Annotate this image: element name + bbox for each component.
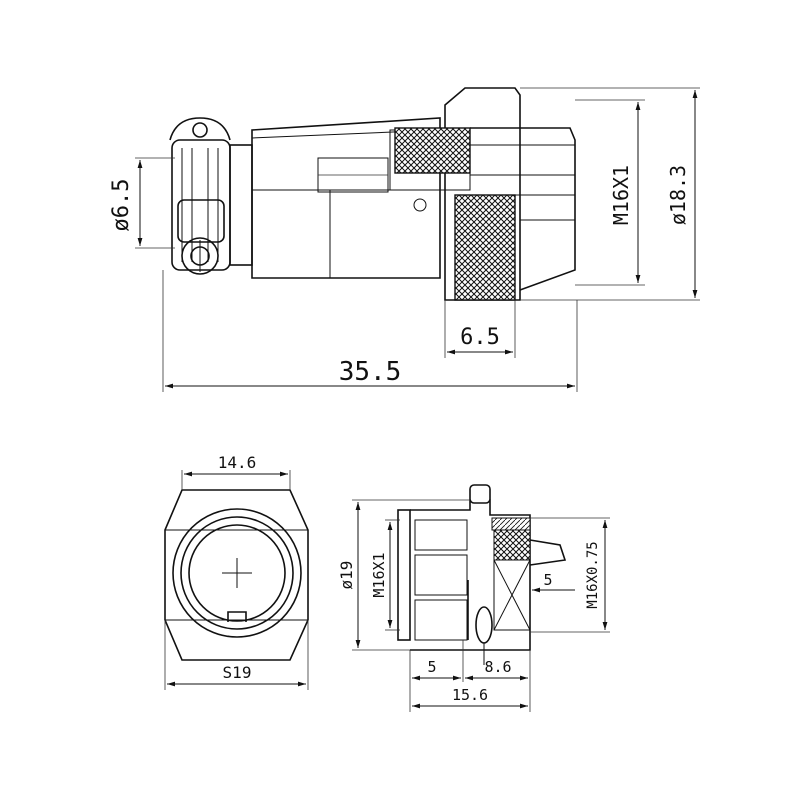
hex-label: S19 [223,663,252,682]
solder-pin [529,539,567,566]
cable-clamp [169,117,231,275]
plug-side-view: ø6.5 M16X1 ø18.3 6.5 35.5 [109,87,700,392]
nut-length-label: 6.5 [460,325,500,350]
dim-body-length: 8.6 [465,650,531,712]
dim-nut-length: 6.5 [444,300,516,358]
outer-ring [172,508,302,638]
overall-length-label: 35.5 [339,357,402,387]
lock-nut [475,606,493,644]
dim-cable-diameter: ø6.5 [109,157,175,249]
dim-diameter: ø19 [337,499,470,651]
dim-total-length: 15.6 [412,686,528,709]
dim-thread: M16X1 [575,99,645,286]
dim-width: 14.6 [181,453,291,490]
cable-diameter-label: ø6.5 [109,179,134,232]
body-length-label: 8.6 [484,658,511,676]
socket-side-view: ø19 M16X1 M16X0.75 5 5 [337,484,610,712]
dim-hex: S19 [164,620,309,690]
dim-flange-length: 5 [409,640,464,712]
rear-thread-label: M16X0.75 [585,541,601,608]
outer-diameter-label: ø18.3 [666,165,690,225]
dim-overall-length: 35.5 [162,270,578,392]
socket-front-view: 14.6 S19 [164,453,309,690]
pin-offset-label: 5 [543,571,552,589]
dim-rear-thread: M16X0.75 [530,517,610,633]
flange-length-label: 5 [427,658,436,676]
socket-face [188,524,286,622]
rear-sleeve [229,117,471,279]
side-thread-label: M16X1 [370,552,388,597]
dim-pin-offset: 5 [532,571,575,593]
thread-label: M16X1 [609,165,633,225]
diameter-label: ø19 [337,561,356,590]
dim-outer-diameter: ø18.3 [520,87,700,301]
front-flange [397,509,411,641]
dim-side-thread: M16X1 [370,519,400,631]
total-length-label: 15.6 [452,686,488,704]
width-label: 14.6 [218,453,257,472]
